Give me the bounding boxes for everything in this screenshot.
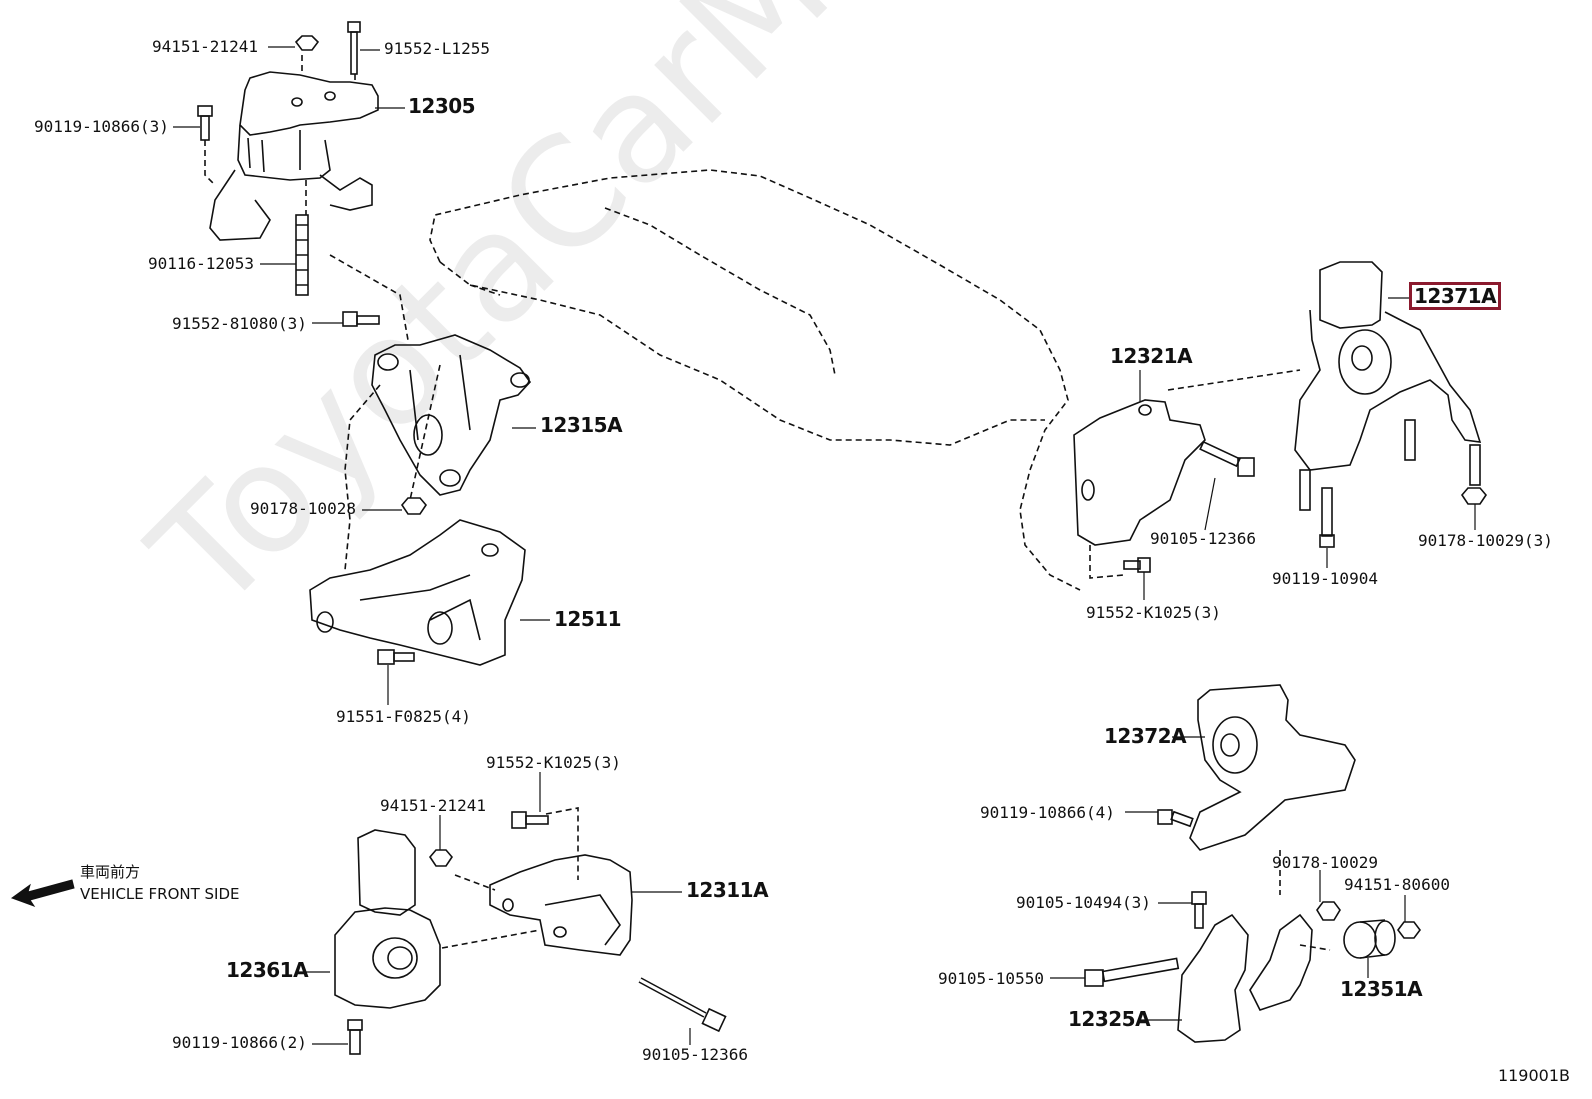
bolt-90105-12366-bottom (638, 977, 727, 1033)
label-12325A: 12325A (1068, 1007, 1151, 1031)
bolt-91552-81080 (342, 311, 380, 327)
label-91552-81080-3: 91552-81080(3) (172, 314, 307, 333)
nut-94151-80600 (1397, 921, 1421, 939)
label-90105-10550: 90105-10550 (938, 969, 1044, 988)
nut-90178-10029-right (1460, 487, 1488, 505)
part-12321A-bracket (1073, 399, 1206, 546)
part-12361A-mount (334, 829, 441, 1009)
label-12351A: 12351A (1340, 977, 1423, 1001)
leader-lines (173, 46, 1476, 1045)
bolt-90119-10904 (1319, 487, 1335, 548)
label-12321A: 12321A (1110, 344, 1193, 368)
guide-line-12305 (204, 55, 409, 341)
part-12311A-bracket (489, 854, 633, 956)
label-91552-K1025-3-mid: 91552-K1025(3) (486, 753, 621, 772)
label-90119-10866-2: 90119-10866(2) (172, 1033, 307, 1052)
label-90119-10904: 90119-10904 (1272, 569, 1378, 588)
guide-line-12321A (1089, 545, 1125, 579)
guide-line-12371A (1167, 369, 1301, 391)
part-12351A-bushing (1343, 919, 1396, 959)
nut-94151-21241-top (294, 35, 320, 51)
part-12305-engine-mount (209, 71, 379, 241)
label-90105-12366-bottom: 90105-12366 (642, 1045, 748, 1064)
part-12315A-bracket (371, 334, 532, 496)
stud-90116-12053 (295, 214, 309, 296)
part-12372A-mount (1189, 684, 1356, 851)
part-12371A-mount (1294, 261, 1482, 471)
nut-94151-21241-mid (428, 849, 454, 867)
vehicle-front-arrow-icon (10, 879, 75, 907)
label-94151-21241-mid: 94151-21241 (380, 796, 486, 815)
nut-90178-10029 (1316, 901, 1341, 921)
label-12372A: 12372A (1104, 724, 1187, 748)
bolt-91551-F0825 (377, 649, 415, 665)
guide-line-12311A (441, 807, 579, 949)
nut-90178-10028 (400, 497, 428, 515)
label-12511: 12511 (554, 607, 622, 631)
label-90178-10029: 90178-10029 (1272, 853, 1378, 872)
part-12511-bracket (309, 519, 526, 666)
label-90119-10866-3-top: 90119-10866(3) (34, 117, 169, 136)
bolt-90119-10866-top (197, 105, 213, 141)
front-indicator-jp: 車両前方 (80, 863, 141, 881)
guide-line-12325A (1279, 850, 1331, 951)
label-12371A-highlighted[interactable]: 12371A (1408, 282, 1502, 310)
label-12311A: 12311A (686, 878, 769, 902)
label-90116-12053: 90116-12053 (148, 254, 254, 273)
label-91552-L1255: 91552-L1255 (384, 39, 490, 58)
engine-outline (429, 169, 1081, 591)
bolt-91552-K1025-right (1123, 557, 1151, 573)
bolt-91552-K1025-mid (511, 811, 549, 829)
label-90105-12366-right: 90105-12366 (1150, 529, 1256, 548)
label-12361A: 12361A (226, 958, 309, 982)
label-94151-80600: 94151-80600 (1344, 875, 1450, 894)
stud-right (1299, 419, 1481, 511)
label-91551-F0825-4: 91551-F0825(4) (336, 707, 471, 726)
bolt-91552-L1255 (347, 21, 361, 75)
bolt-90105-10550 (1084, 957, 1180, 987)
label-12315A: 12315A (540, 413, 623, 437)
label-90119-10866-4: 90119-10866(4) (980, 803, 1115, 822)
engine-head-outline (469, 207, 836, 376)
diagram-code: 119001B (1497, 1066, 1570, 1085)
part-12325A-bracket (1177, 913, 1313, 1043)
label-90105-10494-3: 90105-10494(3) (1016, 893, 1151, 912)
bolt-90105-10494 (1191, 891, 1207, 929)
label-90178-10028: 90178-10028 (250, 499, 356, 518)
bolt-90119-10866-right (1157, 809, 1194, 828)
bolt-90119-10866-bottom (347, 1019, 363, 1055)
front-indicator-en: VEHICLE FRONT SIDE (80, 885, 240, 903)
label-91552-K1025-3-right: 91552-K1025(3) (1086, 603, 1221, 622)
bolt-90105-12366-right (1199, 440, 1255, 477)
label-12305: 12305 (408, 94, 476, 118)
guide-line-12315A (344, 364, 441, 571)
label-90178-10029-3: 90178-10029(3) (1418, 531, 1553, 550)
label-94151-21241-top: 94151-21241 (152, 37, 258, 56)
